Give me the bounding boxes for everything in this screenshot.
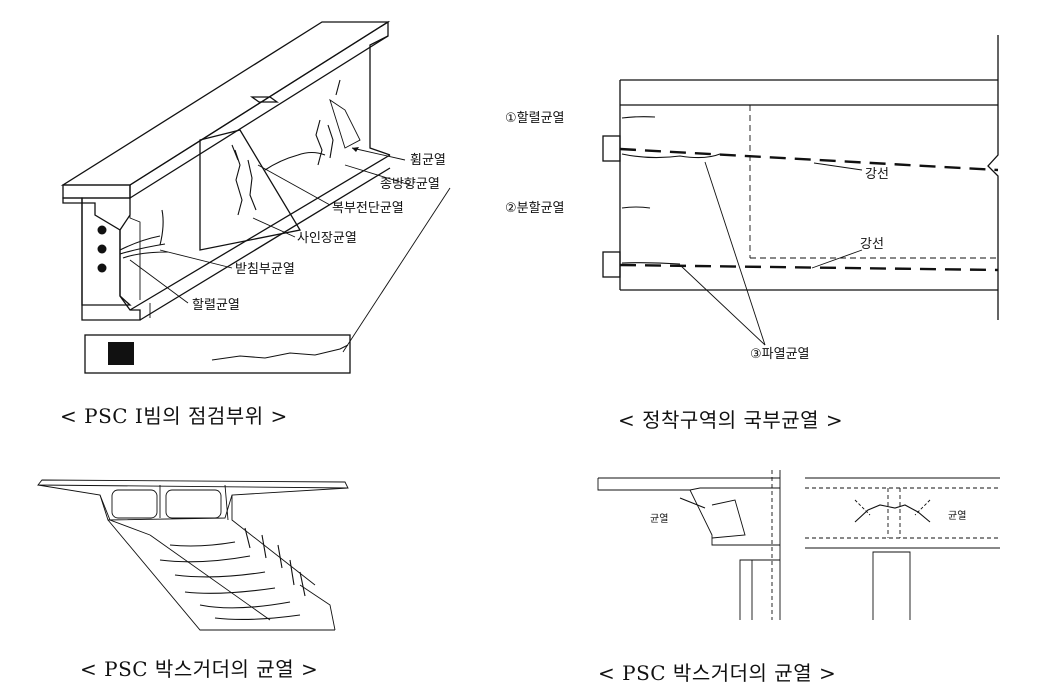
box-girder-deck bbox=[37, 479, 349, 631]
label-splitting-crack-1: ①할렬균열 bbox=[505, 111, 565, 126]
anchorage-cracks bbox=[621, 116, 721, 265]
box-girder-3d-diagram bbox=[37, 479, 349, 631]
label-splitting-crack: 할렬균열 bbox=[192, 298, 240, 313]
label-diagonal-tension-crack: 사인장균열 bbox=[297, 231, 357, 246]
label-web-shear-crack: 복부전단균열 bbox=[332, 201, 404, 216]
label-longitudinal-crack: 종방향균열 bbox=[380, 177, 440, 192]
label-bearing-crack: 받침부균열 bbox=[235, 262, 295, 277]
tendon-dot bbox=[97, 225, 107, 235]
tendons bbox=[619, 147, 999, 272]
box-girder-section bbox=[597, 470, 781, 620]
caption-i-beam: < PSC I빔의 점검부위 > bbox=[60, 404, 288, 428]
beam-web bbox=[129, 35, 391, 321]
label-tendon-top: 강선 bbox=[865, 167, 889, 182]
label-crack-left: 균열 bbox=[650, 513, 668, 525]
box-section-cracks bbox=[679, 497, 931, 523]
label-flexural-crack: 휨균열 bbox=[410, 153, 446, 168]
caption-box-girder-3d: < PSC 박스거더의 균열 > bbox=[80, 657, 319, 681]
box-girder-elevation bbox=[805, 477, 1000, 620]
anchorage-beam bbox=[602, 35, 999, 320]
tendon-dot bbox=[97, 263, 107, 273]
caption-box-girder-section: < PSC 박스거더의 균열 > bbox=[598, 661, 837, 685]
leader-lines bbox=[129, 147, 451, 353]
crack-lines bbox=[119, 79, 341, 259]
label-spalling-crack-3: ③파열균열 bbox=[750, 347, 810, 362]
i-beam-diagram: 휨균열 종방향균열 복부전단균열 사인장균열 받침부균열 할렬균열 bbox=[60, 20, 451, 374]
label-tendon-bottom: 강선 bbox=[860, 237, 884, 252]
tendon-dot bbox=[97, 244, 107, 254]
box-girder-cracks bbox=[159, 527, 306, 620]
label-crack-right: 균열 bbox=[948, 510, 966, 522]
beam-elevation-strip bbox=[84, 334, 351, 374]
anchorage-leaders bbox=[679, 161, 863, 346]
label-bursting-crack-2: ②분할균열 bbox=[505, 201, 565, 216]
caption-anchorage: < 정착구역의 국부균열 > bbox=[618, 408, 844, 432]
anchorage-zone-diagram: ①할렬균열 ②분할균열 강선 강선 ③파열균열 bbox=[505, 35, 999, 362]
